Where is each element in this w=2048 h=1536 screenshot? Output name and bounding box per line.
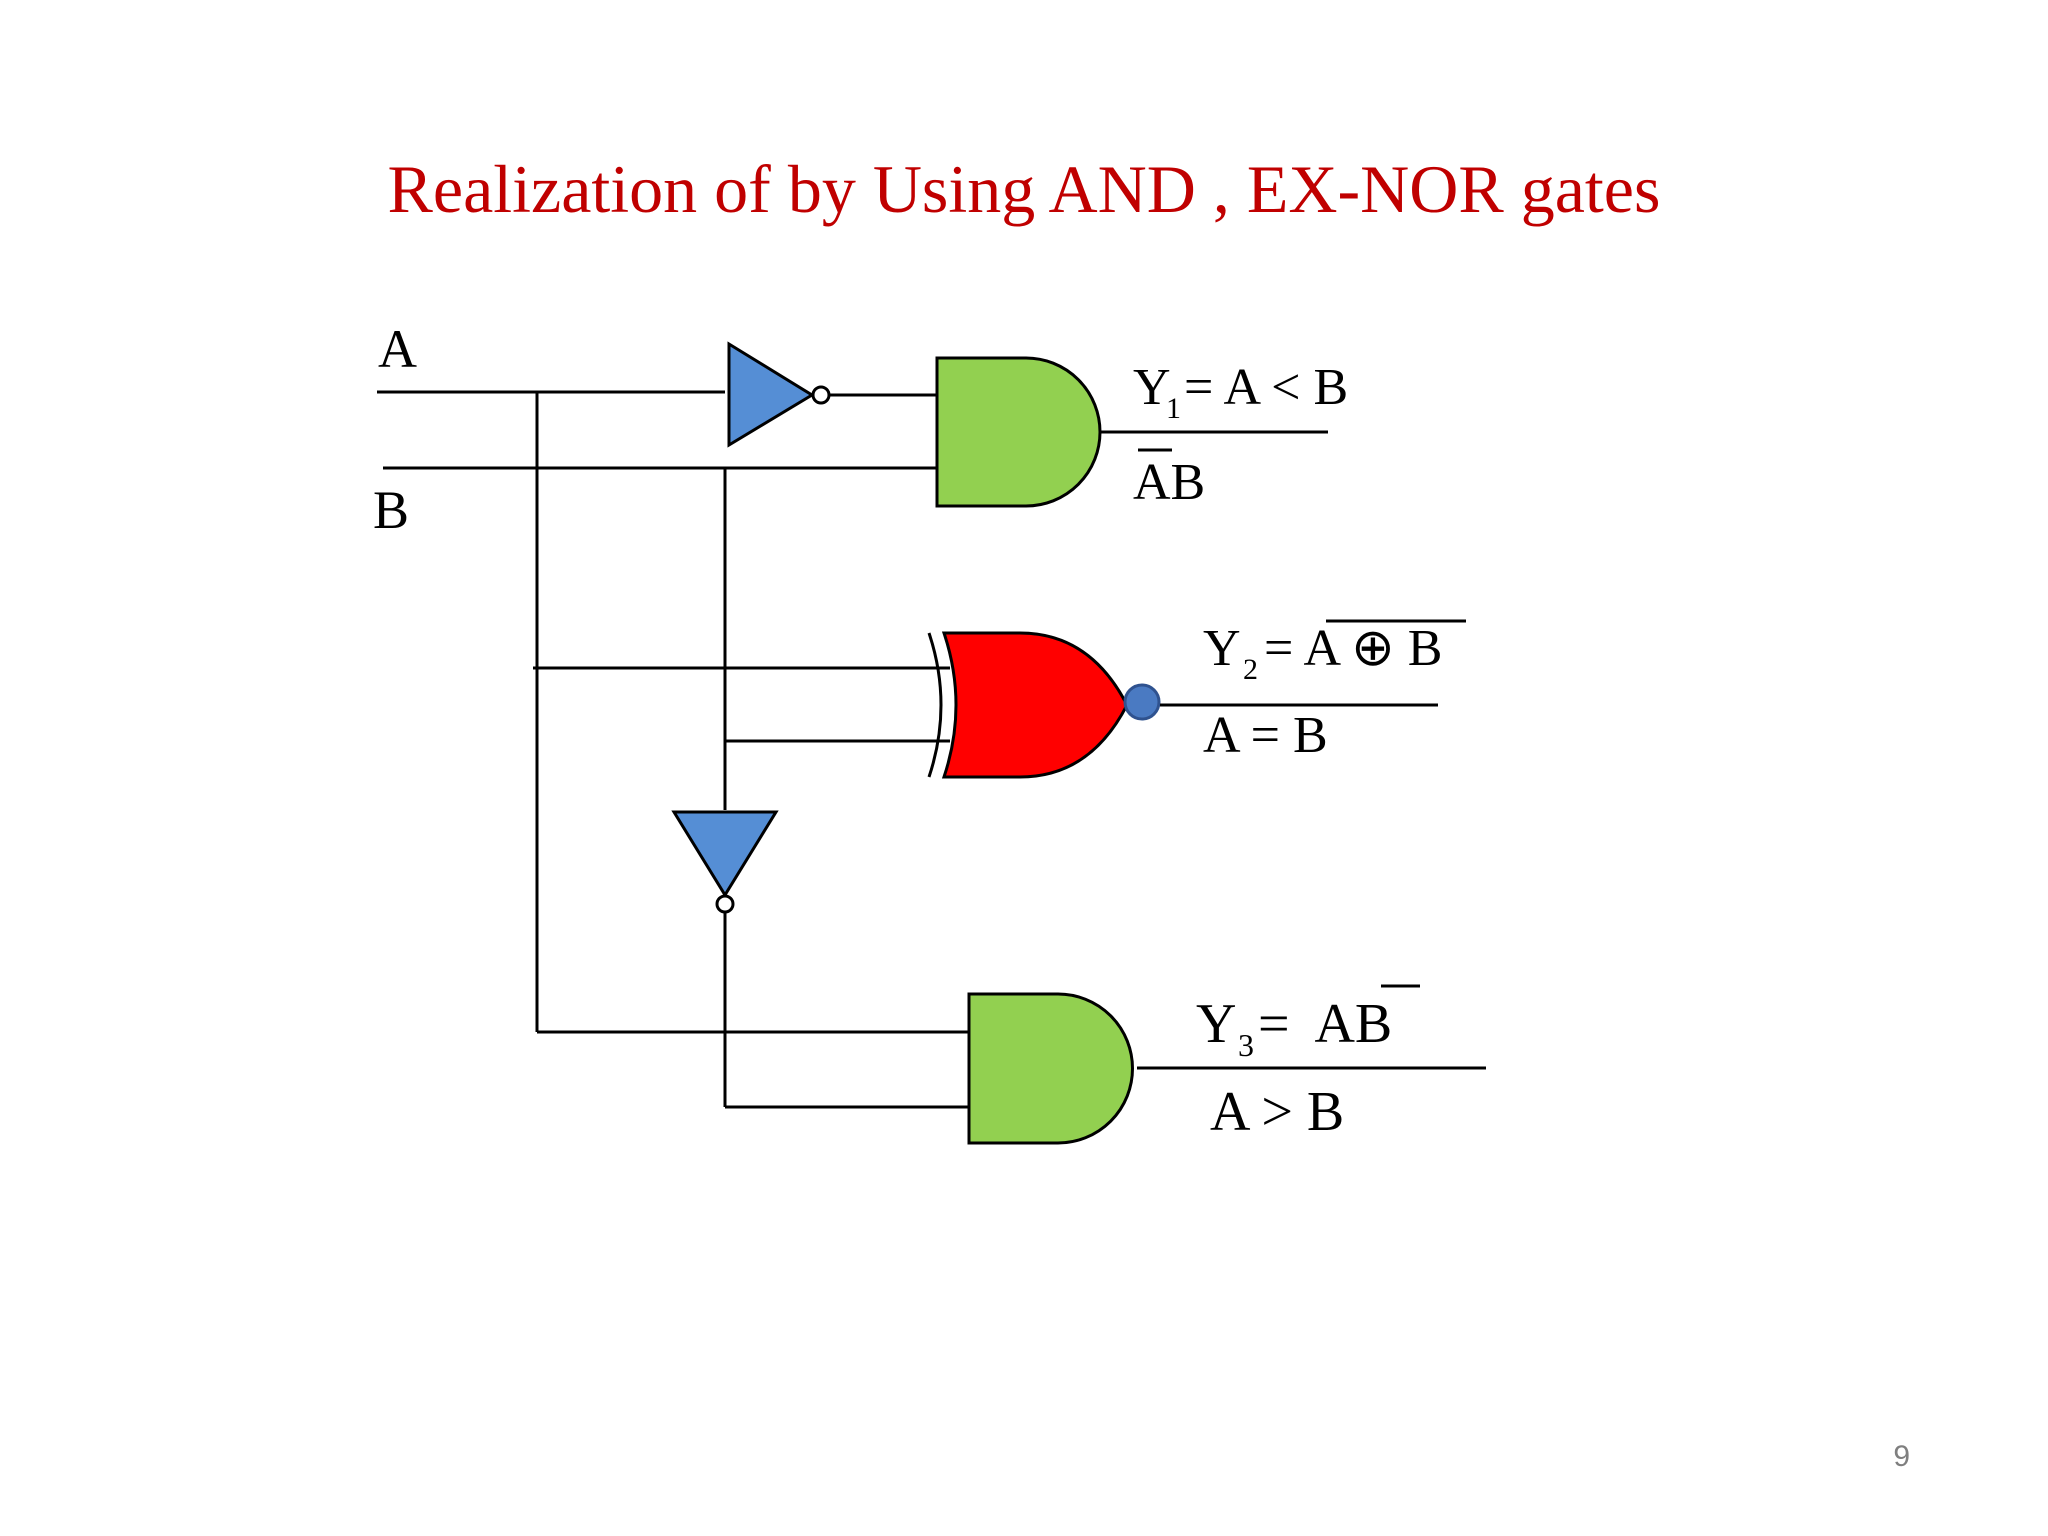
y2-condition: A = B [1203, 707, 1328, 764]
y1-subscript: 1 [1166, 392, 1181, 425]
y2-symbol: Y [1203, 620, 1241, 677]
y2-expression: = A ⊕ B [1264, 620, 1442, 677]
y3-condition: A > B [1210, 1081, 1344, 1143]
y3-expression: = AB [1258, 993, 1392, 1055]
input-b-label: B [373, 480, 409, 540]
xnor-output-bubble [1123, 683, 1161, 721]
input-a-label: A [378, 319, 417, 379]
xnor-gate-input-arc [927, 632, 943, 778]
y3-subscript: 3 [1238, 1027, 1254, 1063]
inverter-not-b [671, 810, 779, 898]
xnor-gate [941, 631, 1129, 779]
y3-symbol: Y [1196, 993, 1236, 1055]
inverter-not-b-bubble [715, 894, 735, 914]
and-gate-1 [935, 356, 1102, 508]
inverter-not-a [727, 341, 815, 448]
y1-product: AB [1133, 454, 1205, 511]
slide-title: Realization of by Using AND , EX-NOR gat… [387, 151, 1661, 227]
and-gate-3 [967, 992, 1134, 1145]
y1-expression: = A < B [1184, 359, 1348, 416]
y2-subscript: 2 [1243, 653, 1258, 686]
y1-symbol: Y [1133, 359, 1171, 416]
inverter-not-a-bubble [811, 385, 831, 405]
page-number: 9 [1893, 1440, 1910, 1473]
